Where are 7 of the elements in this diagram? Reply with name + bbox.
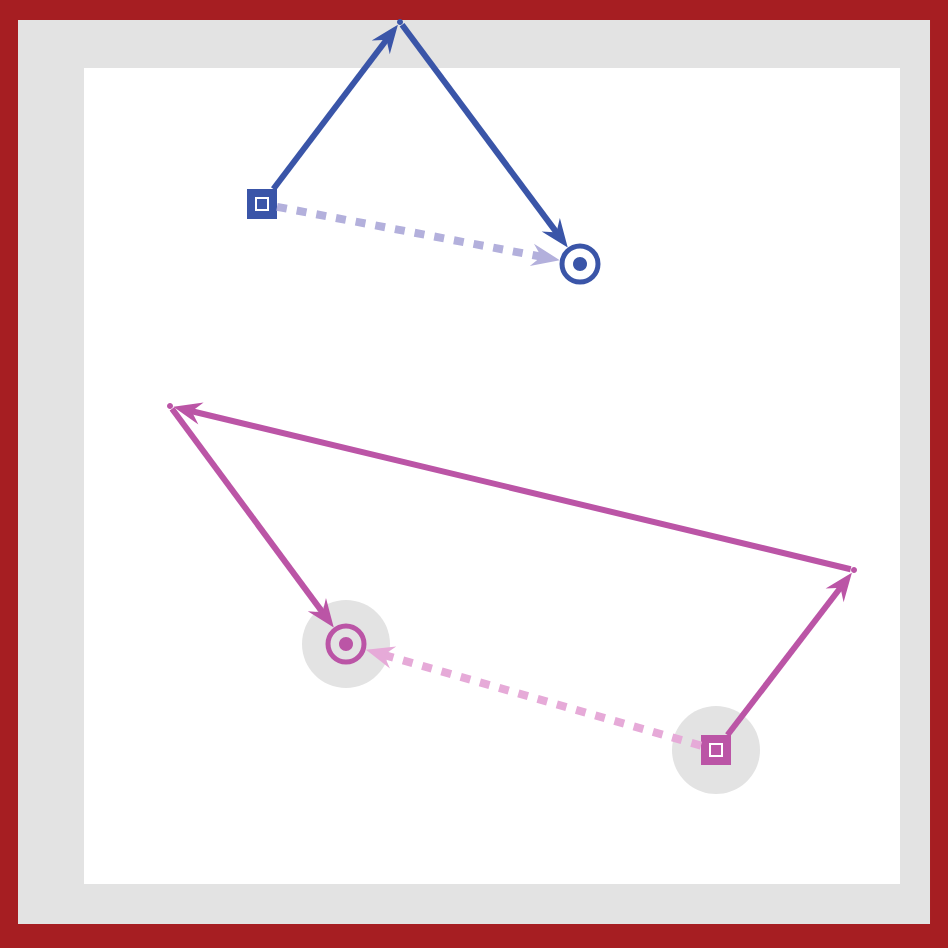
start-square <box>701 735 731 765</box>
start-square <box>247 189 277 219</box>
vertex-point <box>397 19 403 25</box>
vertex-point <box>851 567 857 573</box>
vertex-point <box>167 403 173 409</box>
target-circle <box>559 243 601 285</box>
target-circle <box>325 623 367 665</box>
